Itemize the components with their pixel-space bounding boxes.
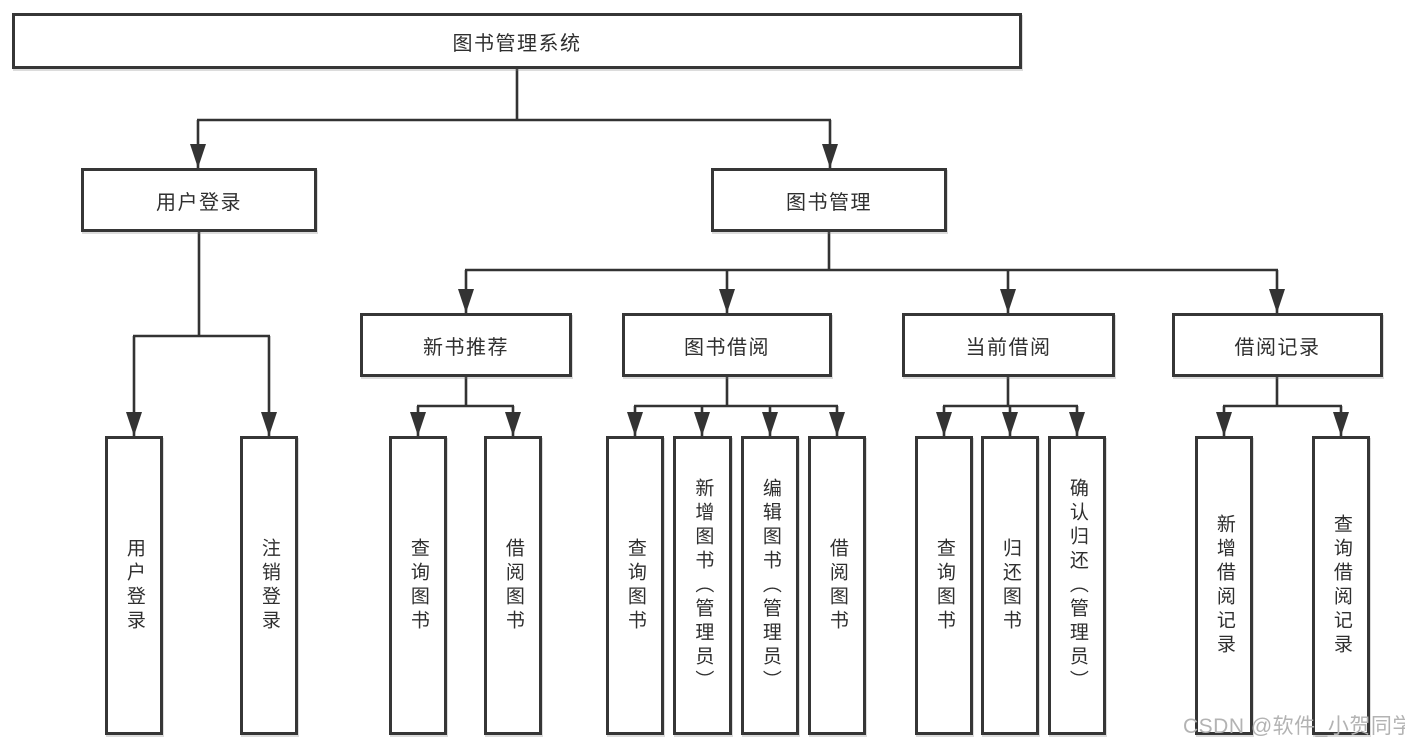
leaf-add-borrow-record-label: 新增借阅记录 xyxy=(1213,513,1235,658)
node-book-borrow: 图书借阅 xyxy=(622,313,832,377)
node-book-borrow-label: 图书借阅 xyxy=(684,336,770,359)
leaf-logout-label: 注销登录 xyxy=(258,537,280,634)
leaf-borrow-books-recommend-label: 借阅图书 xyxy=(502,537,524,634)
leaf-borrow-books-label: 借阅图书 xyxy=(826,537,848,634)
node-user-login-label: 用户登录 xyxy=(156,191,242,214)
leaf-query-borrow-record: 查询借阅记录 xyxy=(1312,436,1370,735)
node-current-borrow-label: 当前借阅 xyxy=(965,336,1052,359)
node-borrow-records-label: 借阅记录 xyxy=(1234,336,1321,359)
node-user-login: 用户登录 xyxy=(81,168,317,232)
leaf-query-books-current-label: 查询图书 xyxy=(933,537,955,634)
leaf-edit-book-admin: 编辑图书（管理员） xyxy=(741,436,799,735)
leaf-return-books-label: 归还图书 xyxy=(999,537,1021,634)
leaf-query-books-borrow-label: 查询图书 xyxy=(624,537,646,634)
leaf-logout: 注销登录 xyxy=(240,436,298,735)
node-borrow-records: 借阅记录 xyxy=(1172,313,1383,377)
node-book-management-label: 图书管理 xyxy=(786,191,872,214)
leaf-return-books: 归还图书 xyxy=(981,436,1039,735)
leaf-query-books-recommend: 查询图书 xyxy=(389,436,447,735)
leaf-borrow-books-recommend: 借阅图书 xyxy=(484,436,542,735)
leaf-confirm-return-admin: 确认归还（管理员） xyxy=(1048,436,1106,735)
leaf-query-borrow-record-label: 查询借阅记录 xyxy=(1330,513,1352,658)
node-new-book-recommend-label: 新书推荐 xyxy=(423,336,509,359)
leaf-borrow-books: 借阅图书 xyxy=(808,436,866,735)
node-new-book-recommend: 新书推荐 xyxy=(360,313,572,377)
leaf-add-book-admin: 新增图书（管理员） xyxy=(673,436,732,735)
csdn-watermark: CSDN @软件_小贺同学 xyxy=(1183,715,1405,738)
node-current-borrow: 当前借阅 xyxy=(902,313,1115,377)
leaf-user-login: 用户登录 xyxy=(105,436,163,735)
node-root-label: 图书管理系统 xyxy=(452,32,582,55)
leaf-add-book-admin-label: 新增图书（管理员） xyxy=(692,477,714,694)
leaf-query-books-current: 查询图书 xyxy=(915,436,973,735)
leaf-add-borrow-record: 新增借阅记录 xyxy=(1195,436,1253,735)
node-root: 图书管理系统 xyxy=(12,13,1022,69)
leaf-edit-book-admin-label: 编辑图书（管理员） xyxy=(759,477,781,694)
leaf-query-books-recommend-label: 查询图书 xyxy=(407,537,429,634)
leaf-query-books-borrow: 查询图书 xyxy=(606,436,664,735)
node-book-management: 图书管理 xyxy=(711,168,947,232)
leaf-confirm-return-admin-label: 确认归还（管理员） xyxy=(1066,477,1088,694)
leaf-user-login-label: 用户登录 xyxy=(123,537,145,634)
